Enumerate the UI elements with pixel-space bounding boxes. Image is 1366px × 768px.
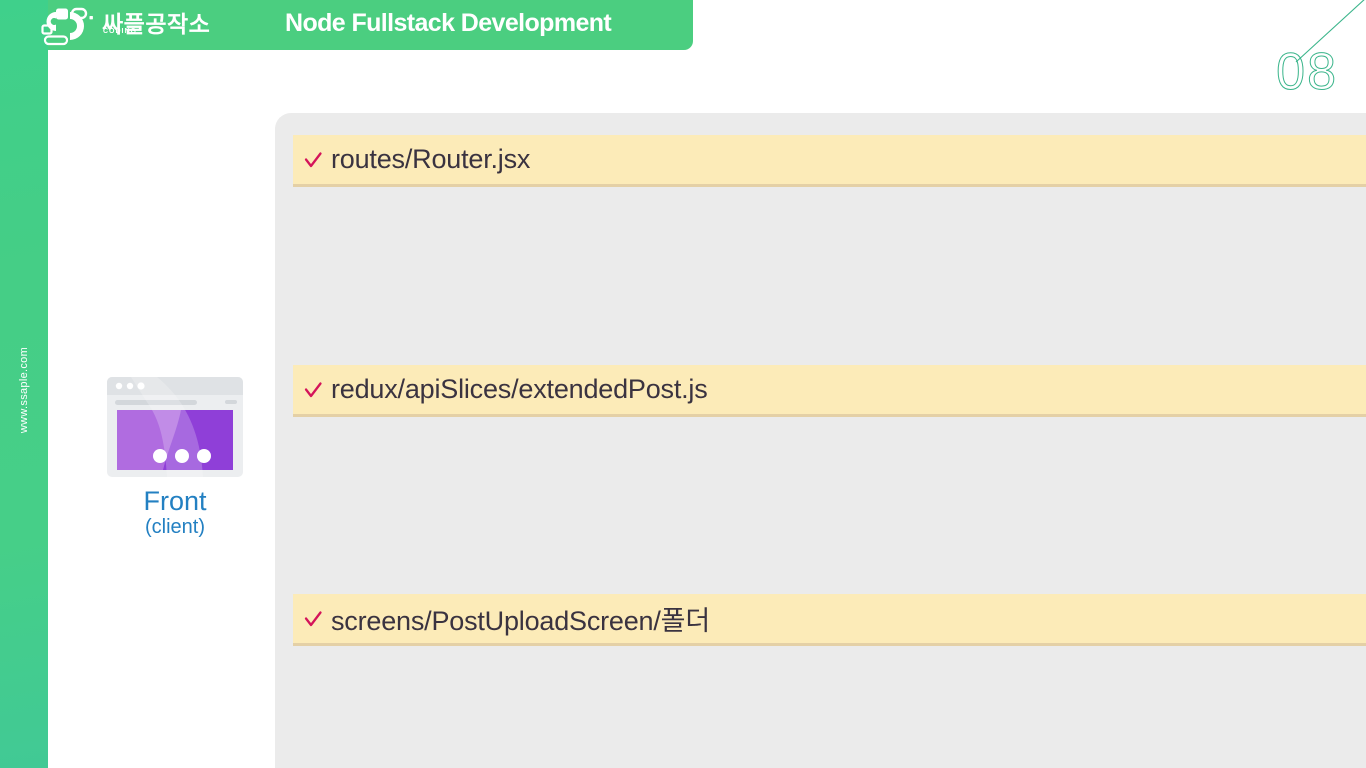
slide-page-number: 08 xyxy=(1276,43,1338,101)
brand-logo-subtext: CODING xyxy=(103,28,137,35)
sidebar-website-url: www.ssaple.com xyxy=(18,346,30,434)
brand-logo: 싸플공작소 CODING xyxy=(40,2,240,48)
list-item-label: screens/PostUploadScreen/폴더 xyxy=(331,606,710,636)
front-client-label: Front xyxy=(143,486,207,516)
header-bar: Node Fullstack Development xyxy=(48,0,693,50)
list-item-label: redux/apiSlices/extendedPost.js xyxy=(331,374,708,404)
list-item[interactable]: screens/PostUploadScreen/폴더 xyxy=(293,594,1366,643)
list-item-label: routes/Router.jsx xyxy=(331,144,531,174)
list-item[interactable]: redux/apiSlices/extendedPost.js xyxy=(293,365,1366,414)
check-icon xyxy=(304,151,322,167)
ssaple-magnet-logo-icon xyxy=(41,7,93,46)
front-client-block: Front (client) xyxy=(100,375,250,539)
browser-window-icon xyxy=(107,377,243,477)
left-sidebar: www.ssaple.com xyxy=(0,0,48,768)
brand-logo-text: 싸플공작소 xyxy=(102,11,211,37)
front-client-sublabel: (client) xyxy=(144,516,205,539)
content-panel: routes/Router.jsx redux/apiSlices/extend… xyxy=(275,113,1366,768)
page-title: Node Fullstack Development xyxy=(285,9,612,37)
check-icon xyxy=(304,610,322,626)
check-icon xyxy=(304,381,322,397)
list-item[interactable]: routes/Router.jsx xyxy=(293,135,1366,184)
